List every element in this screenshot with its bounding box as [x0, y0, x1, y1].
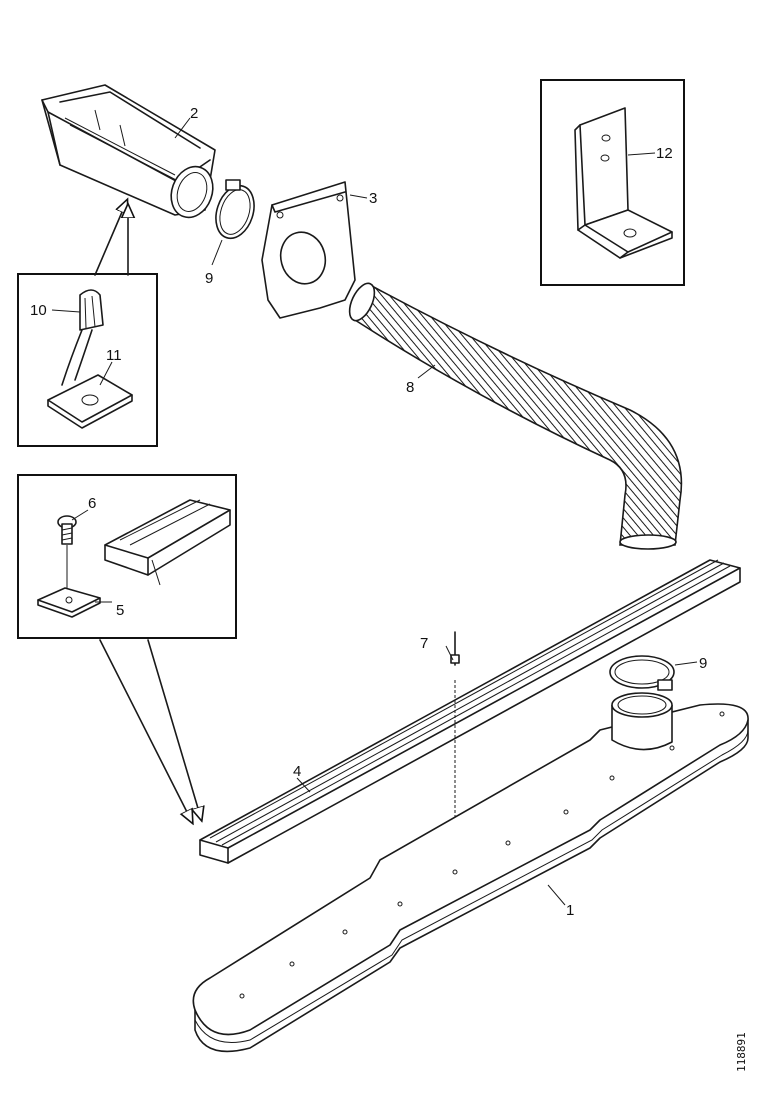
- part-10-sensor: [61, 289, 104, 386]
- rail-section-detail: [104, 499, 231, 586]
- callout-1: 1: [566, 902, 574, 919]
- callout-10: 10: [30, 302, 47, 319]
- detail-box-fastener: [17, 474, 237, 639]
- callout-9-upper: 9: [205, 270, 213, 287]
- part-7-pin: [450, 631, 460, 870]
- part-9-hose-clamp-lower: [609, 655, 675, 691]
- callout-8: 8: [406, 379, 414, 396]
- callout-4: 4: [293, 763, 301, 780]
- callout-2: 2: [190, 105, 198, 122]
- callout-7: 7: [420, 635, 428, 652]
- callout-5: 5: [116, 602, 124, 619]
- callout-6: 6: [88, 495, 96, 512]
- part-5-nut-plate: [37, 587, 101, 618]
- callout-11: 11: [106, 347, 122, 364]
- part-2-vent-hood: [41, 84, 216, 219]
- part-11-plate: [47, 374, 133, 429]
- drawing-reference: 118891: [735, 1032, 748, 1072]
- part-1-base-housing: [192, 692, 749, 1053]
- arrow-sensor-to-hood: [94, 205, 128, 276]
- part-12-angle-bracket: [574, 107, 673, 259]
- callout-3: 3: [369, 190, 377, 207]
- part-3-mounting-plate: [261, 181, 356, 319]
- leader-lines: [51, 117, 698, 906]
- callout-12: 12: [656, 145, 673, 162]
- detail-box-sensor: [17, 273, 158, 447]
- part-9-hose-clamp-upper: [215, 179, 255, 240]
- callout-9-lower: 9: [699, 655, 707, 672]
- part-4-rail: [199, 559, 741, 864]
- part-8-flexible-duct: [348, 282, 683, 550]
- detail-box-bracket: [540, 79, 685, 286]
- arrow-fastener-to-rail: [99, 639, 200, 818]
- part-6-screw: [57, 515, 77, 592]
